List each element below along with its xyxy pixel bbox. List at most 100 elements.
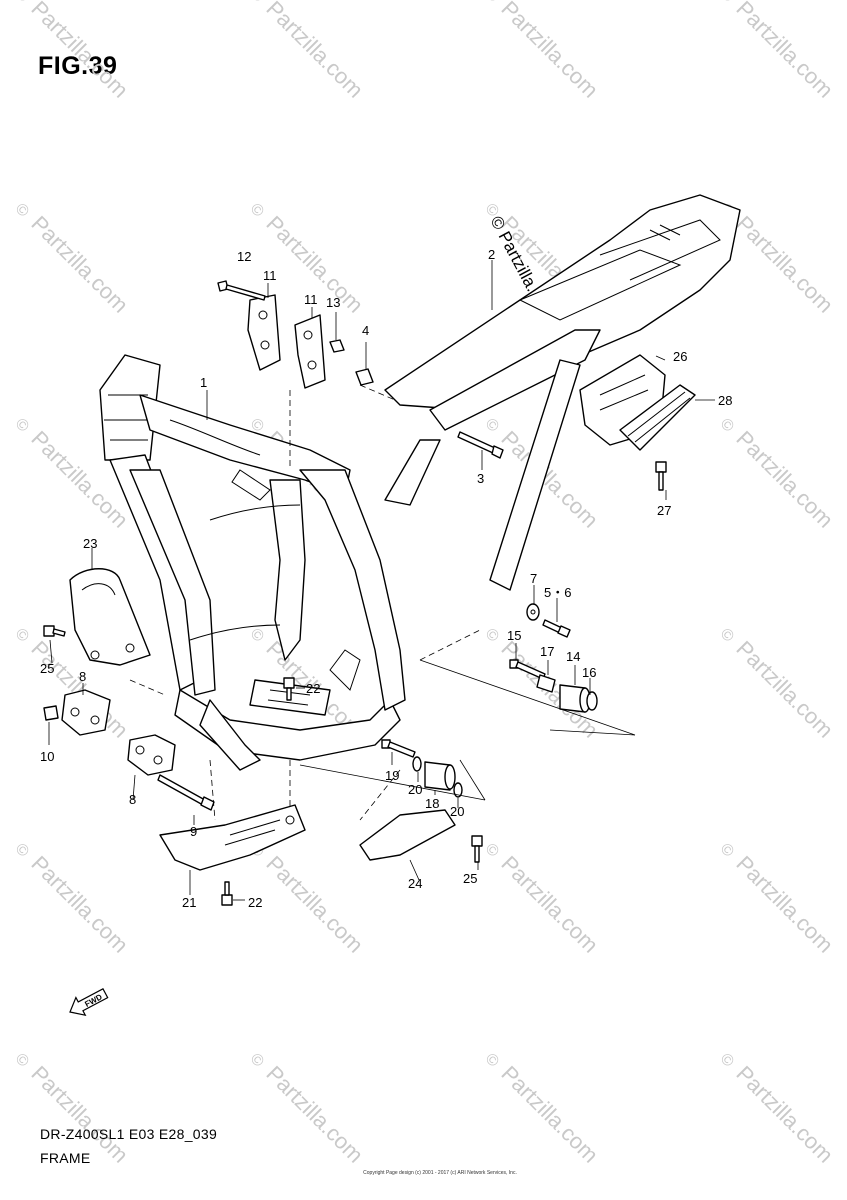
callout-11a: 11 (263, 268, 277, 283)
bolt-5-6 (542, 619, 571, 638)
watermark-symbol: © (717, 840, 738, 861)
bracket-11a (247, 294, 281, 371)
bolt-3 (457, 431, 504, 459)
watermark-symbol: © (482, 1050, 503, 1071)
watermark-text: Partzilla.com (731, 0, 838, 103)
watermark-tile: ©Partzilla.com (717, 0, 839, 103)
assembly-lines (129, 384, 481, 821)
figure-title: FIG.39 (38, 52, 118, 80)
washer-20b (453, 782, 463, 798)
watermark-symbol: © (717, 625, 738, 646)
watermark-symbol: © (247, 200, 268, 221)
watermark-text: Partzilla.com (731, 636, 838, 743)
bolt-25a (43, 625, 66, 637)
watermark-text: Partzilla.com (731, 426, 838, 533)
callout-8a: 8 (79, 669, 86, 684)
watermark-layer: ©Partzilla.com©Partzilla.com©Partzilla.c… (12, 0, 839, 1168)
watermark-tile: ©Partzilla.com (12, 0, 134, 103)
callout-layer: 1 2 3 4 5・6 7 8 8 9 10 11 11 12 13 14 15… (40, 247, 732, 910)
callout-22b: 22 (248, 895, 262, 910)
callout-3: 3 (477, 471, 484, 486)
main-frame (99, 354, 406, 771)
watermark-symbol: © (717, 415, 738, 436)
watermark-symbol: © (717, 0, 738, 6)
watermark-symbol: © (12, 415, 33, 436)
callout-20a: 20 (408, 782, 422, 797)
watermark-symbol: © (482, 415, 503, 436)
washer-7 (526, 603, 540, 621)
callout-19: 19 (385, 768, 399, 783)
watermark-symbol: © (247, 625, 268, 646)
bolt-19 (381, 739, 416, 758)
chain-guard-24 (359, 809, 456, 861)
watermark-symbol: © (247, 1050, 268, 1071)
callout-10: 10 (40, 749, 54, 764)
bracket-8b (127, 734, 176, 776)
watermark-text: Partzilla.com (261, 851, 368, 958)
callout-17: 17 (540, 644, 554, 659)
callout-15: 15 (507, 628, 521, 643)
callout-5-6: 5・6 (544, 585, 571, 600)
watermark-symbol: © (12, 1050, 33, 1071)
watermark-text: Partzilla.com (26, 211, 133, 318)
callout-21: 21 (182, 895, 196, 910)
bolt-9 (157, 774, 215, 811)
callout-20b: 20 (450, 804, 464, 819)
callout-13: 13 (326, 295, 340, 310)
callout-14: 14 (566, 649, 580, 664)
bolt-25b (471, 835, 483, 863)
callout-2: 2 (488, 247, 495, 262)
watermark-symbol: © (12, 200, 33, 221)
watermark-symbol: © (482, 0, 503, 6)
watermark-tile: ©Partzilla.com (12, 200, 134, 318)
watermark-tile: ©Partzilla.com (247, 1050, 369, 1168)
watermark-text: Partzilla.com (731, 1061, 838, 1168)
nut-4 (355, 368, 374, 386)
callout-8b: 8 (129, 792, 136, 807)
washer-16 (586, 691, 598, 711)
callout-16: 16 (582, 665, 596, 680)
callout-28: 28 (718, 393, 732, 408)
watermark-text: Partzilla.com (26, 851, 133, 958)
bolt-27 (655, 461, 667, 491)
watermark-symbol: © (247, 0, 268, 6)
watermark-symbol: © (482, 625, 503, 646)
watermark-text: Partzilla.com (496, 1061, 603, 1168)
watermark-tile: ©Partzilla.com (482, 1050, 604, 1168)
watermark-symbol: © (12, 0, 33, 6)
leader-lines (48, 260, 715, 901)
watermark-tile: ©Partzilla.com (12, 840, 134, 958)
callout-7: 7 (530, 571, 537, 586)
bolt-22a (283, 677, 295, 701)
watermark-text: Partzilla.com (261, 1061, 368, 1168)
watermark-tile: ©Partzilla.com (717, 625, 839, 743)
watermark-text: Partzilla.com (261, 0, 368, 103)
watermark-symbol: © (482, 840, 503, 861)
callout-9: 9 (190, 824, 197, 839)
nut-13 (329, 339, 345, 353)
ecu-holder (579, 354, 696, 451)
fwd-arrow-icon: FWD (69, 987, 109, 1017)
bushing-18 (424, 761, 456, 791)
callout-26: 26 (673, 349, 687, 364)
section-name: FRAME (40, 1150, 91, 1166)
washer-20a (412, 756, 422, 772)
watermark-symbol: © (12, 840, 33, 861)
watermark-tile: ©Partzilla.com (717, 840, 839, 957)
callout-22a: 22 (306, 681, 320, 696)
callout-1: 1 (200, 375, 207, 390)
watermark-tile: ©Partzilla.com (717, 415, 839, 533)
callout-27: 27 (657, 503, 671, 518)
collar-17 (536, 674, 556, 693)
bolt-22b (221, 881, 233, 906)
callout-18: 18 (425, 796, 439, 811)
watermark-text: Partzilla.com (496, 0, 603, 103)
rear-frame (384, 194, 741, 591)
bolt-12 (217, 280, 266, 301)
guard-23 (69, 568, 151, 666)
model-code: DR-Z400SL1 E03 E28_039 (40, 1126, 218, 1142)
watermark-tile: ©Partzilla.com (482, 0, 604, 103)
watermark-symbol: © (717, 1050, 738, 1071)
